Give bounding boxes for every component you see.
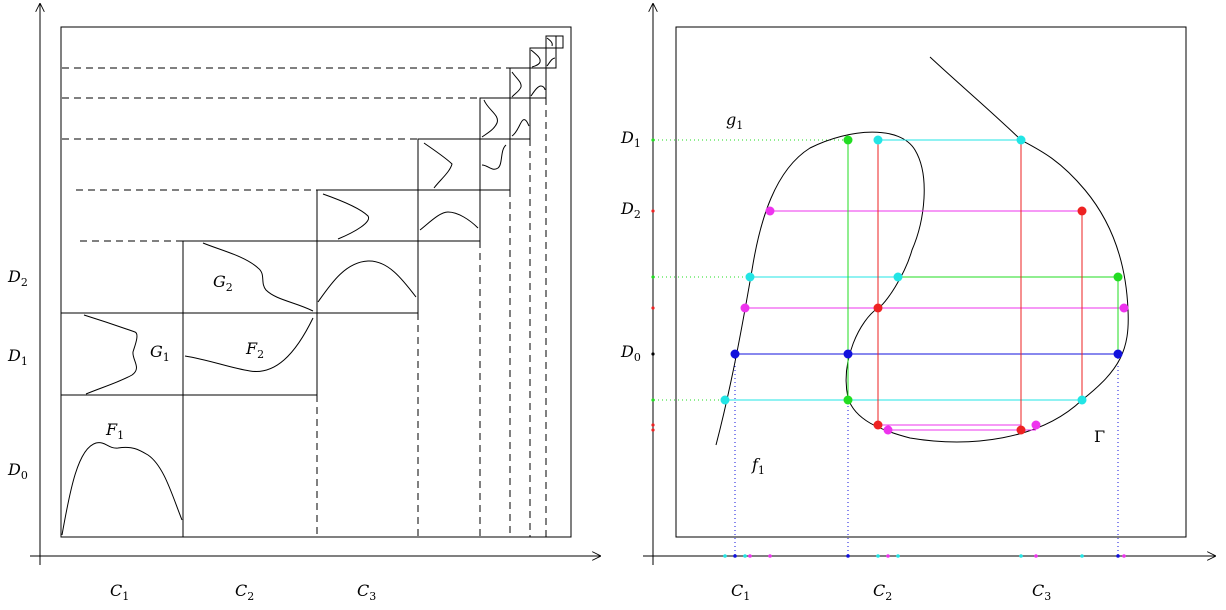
- right-y-label-D2: D2: [620, 199, 641, 221]
- curve-F3: [317, 260, 417, 303]
- y-axis-dots: [651, 138, 655, 432]
- left-frame: [60, 26, 572, 538]
- right-y-label-D1: D1: [620, 128, 641, 150]
- curve-G5: [481, 99, 498, 138]
- right-x-label-C1: C1: [731, 581, 750, 603]
- label-g1: g1: [726, 110, 743, 132]
- left-y-label-D1: D1: [7, 346, 28, 368]
- curve-F2: [184, 317, 314, 372]
- vertical-dashed-lines: [316, 98, 547, 537]
- curve-G8: [546, 37, 553, 47]
- colored-horizontal-segments: [725, 139, 1124, 431]
- curve-F5: [481, 144, 507, 170]
- left-y-labels: D2 D1 D0: [7, 267, 28, 482]
- label-G2: G2: [213, 272, 233, 294]
- curve-G2: [202, 242, 314, 312]
- right-x-labels: C1 C2 C3: [731, 581, 1051, 603]
- staircase-boxes: [60, 35, 564, 538]
- left-panel: F1 G1 F2 G2 D2 D1 D0 C1 C2 C3: [7, 4, 600, 603]
- curve-G7: [530, 49, 541, 68]
- curve-F8: [546, 57, 556, 67]
- curve-G6: [511, 71, 522, 98]
- box-curves: [61, 37, 556, 536]
- label-F2: F2: [245, 339, 264, 361]
- curve-F6: [511, 119, 530, 137]
- curve-G1: [83, 314, 138, 395]
- right-x-label-C3: C3: [1032, 581, 1051, 603]
- label-f1: f1: [751, 455, 765, 477]
- label-gamma: Γ: [1094, 427, 1105, 446]
- colored-vertical-segments: [847, 140, 1119, 430]
- right-x-label-C2: C2: [873, 581, 892, 603]
- right-curve-labels: g1 f1 Γ: [726, 110, 1105, 477]
- left-x-label-C1: C1: [110, 581, 129, 603]
- horizontal-dashed-lines: [62, 67, 510, 242]
- curve-F7: [530, 85, 546, 97]
- x-axis-dots: [723, 554, 1126, 558]
- left-x-labels: C1 C2 C3: [110, 581, 376, 603]
- intersection-dots: [720, 135, 1129, 435]
- curve-G3: [322, 193, 370, 240]
- curve-G4: [423, 142, 453, 189]
- green-projection-lines: [654, 139, 848, 401]
- right-panel: D1 D2 D0 g1 f1 Γ C1 C2 C3: [620, 4, 1215, 603]
- curve-F4: [419, 211, 479, 231]
- left-y-label-D2: D2: [7, 267, 28, 289]
- right-y-label-D0: D0: [620, 342, 641, 364]
- left-x-label-C2: C2: [235, 581, 254, 603]
- right-y-labels: D1 D2 D0: [620, 128, 641, 364]
- right-frame: [675, 26, 1187, 538]
- blue-projection-lines: [734, 354, 1119, 556]
- label-F1: F1: [105, 420, 124, 442]
- curve-F1: [61, 442, 183, 536]
- left-y-label-D0: D0: [7, 460, 28, 482]
- label-G1: G1: [150, 342, 170, 364]
- curve-f1: [715, 56, 1129, 446]
- left-x-label-C3: C3: [357, 581, 376, 603]
- left-function-labels: F1 G1 F2 G2: [105, 272, 264, 442]
